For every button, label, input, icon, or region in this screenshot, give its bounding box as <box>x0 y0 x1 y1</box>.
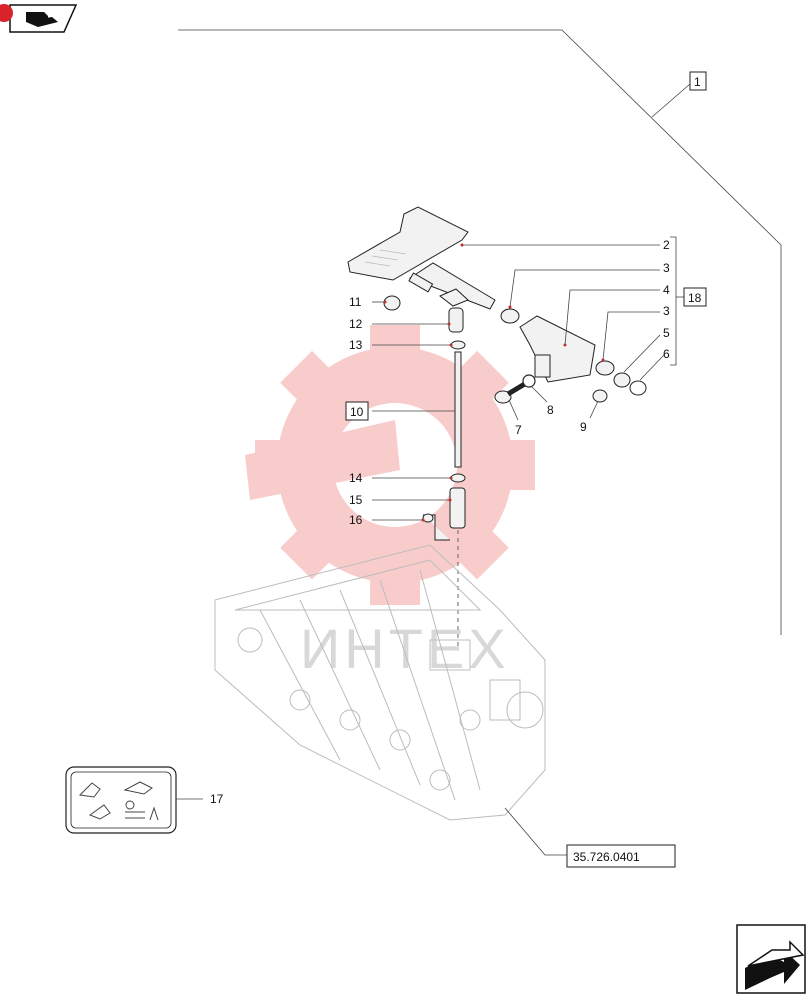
arrow-next-icon[interactable] <box>736 924 806 994</box>
callout-17: 17 <box>210 792 224 806</box>
decal-part <box>65 766 177 834</box>
callout-14: 14 <box>349 471 363 485</box>
callout-15: 15 <box>349 493 363 507</box>
valve-block <box>214 544 546 821</box>
frame-ref-label: 1 <box>694 75 701 89</box>
assembly-ref-label[interactable]: 35.726.0401 <box>573 850 640 864</box>
linkage-part <box>422 307 466 650</box>
watermark-gear <box>245 325 535 605</box>
group-ref-label: 18 <box>688 291 702 305</box>
callout-3a: 3 <box>663 261 670 275</box>
callout-5: 5 <box>663 326 670 340</box>
leader-lines <box>176 244 665 856</box>
pedal-part <box>347 206 496 310</box>
callout-8: 8 <box>547 403 554 417</box>
callout-16: 16 <box>349 513 363 527</box>
callout-11: 11 <box>349 295 362 309</box>
group-bracket <box>670 236 707 366</box>
frame-outline <box>178 29 782 635</box>
callout-9: 9 <box>580 420 587 434</box>
callout-2: 2 <box>663 238 670 252</box>
callout-6: 6 <box>663 347 670 361</box>
callout-7: 7 <box>515 423 522 437</box>
book-page-icon[interactable] <box>9 4 78 33</box>
callout-12: 12 <box>349 317 363 331</box>
watermark-text: ИНТЕХ <box>300 617 510 680</box>
red-dot-icon <box>0 4 13 22</box>
callout-13: 13 <box>349 338 363 352</box>
callout-4: 4 <box>663 283 670 297</box>
bracket-part <box>383 295 647 403</box>
bolt-part <box>494 374 536 404</box>
rod-ref-label: 10 <box>350 405 364 419</box>
callout-3b: 3 <box>663 304 670 318</box>
callout-dots <box>383 243 605 522</box>
